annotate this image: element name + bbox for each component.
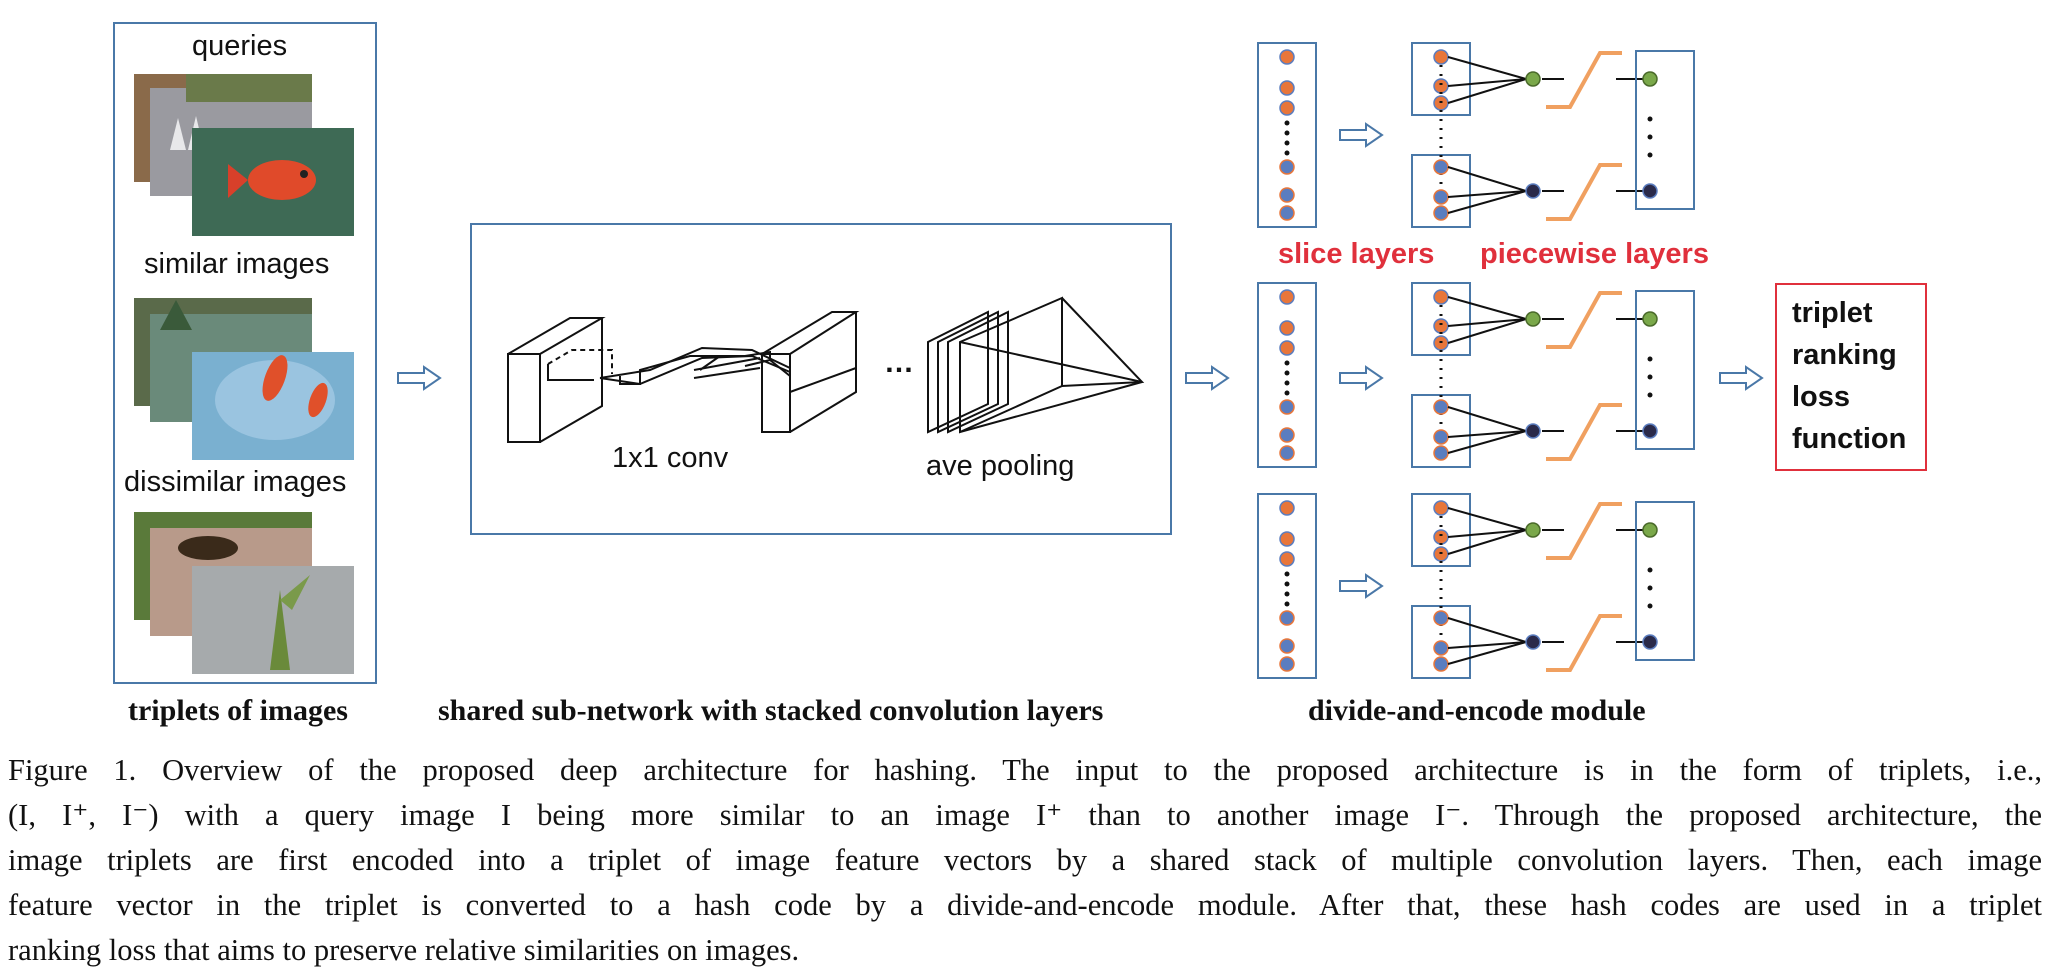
- arrow-to-subnetwork: [397, 366, 441, 390]
- query-images: [134, 74, 354, 236]
- subnetwork-caption: shared sub-network with stacked convolut…: [438, 694, 1104, 727]
- divide-encode-row-1: [1257, 41, 1696, 229]
- loss-text: triplet ranking loss function: [1792, 292, 1906, 460]
- conv-label: 1x1 conv: [612, 442, 729, 474]
- dissimilar-images-label: dissimilar images: [124, 466, 347, 498]
- triplets-caption: triplets of images: [128, 694, 348, 727]
- divide-encode-row-2: [1257, 281, 1696, 469]
- arrow-to-loss: [1719, 366, 1763, 390]
- piecewise-layers-label: piecewise layers: [1480, 238, 1709, 270]
- caption-line-2: (I, I⁺, I⁻) with a query image I being m…: [8, 798, 2042, 832]
- caption-line-3: image triplets are first encoded into a …: [8, 843, 2042, 877]
- loss-line-3: loss: [1792, 381, 1851, 413]
- pooling-label: ave pooling: [926, 450, 1075, 482]
- similar-images-label: similar images: [144, 248, 330, 280]
- ellipsis-text: …: [884, 346, 914, 379]
- figure-caption: Figure 1. Overview of the proposed deep …: [8, 748, 2042, 973]
- triplet-images-box: [113, 22, 377, 684]
- caption-line-1: Figure 1. Overview of the proposed deep …: [8, 753, 2042, 787]
- caption-line-4: feature vector in the triplet is convert…: [8, 888, 2042, 922]
- pooling-stack: [927, 296, 1145, 434]
- caption-line-5: ranking loss that aims to preserve relat…: [8, 933, 800, 967]
- similar-images: [134, 298, 354, 460]
- slice-layers-label: slice layers: [1278, 238, 1435, 270]
- subnetwork-box: [470, 223, 1172, 535]
- loss-line-4: function: [1792, 423, 1907, 455]
- conv-stack: [507, 311, 860, 443]
- architecture-diagram: …: [113, 22, 1927, 684]
- dissimilar-images: [134, 512, 354, 674]
- divide-encode-row-3: [1257, 492, 1696, 680]
- loss-box: [1775, 283, 1927, 471]
- loss-line-1: triplet: [1792, 297, 1873, 329]
- loss-line-2: ranking: [1792, 339, 1897, 371]
- divide-encode-caption: divide-and-encode module: [1308, 694, 1646, 727]
- arrow-to-divide-encode: [1185, 366, 1229, 390]
- queries-label: queries: [192, 30, 288, 62]
